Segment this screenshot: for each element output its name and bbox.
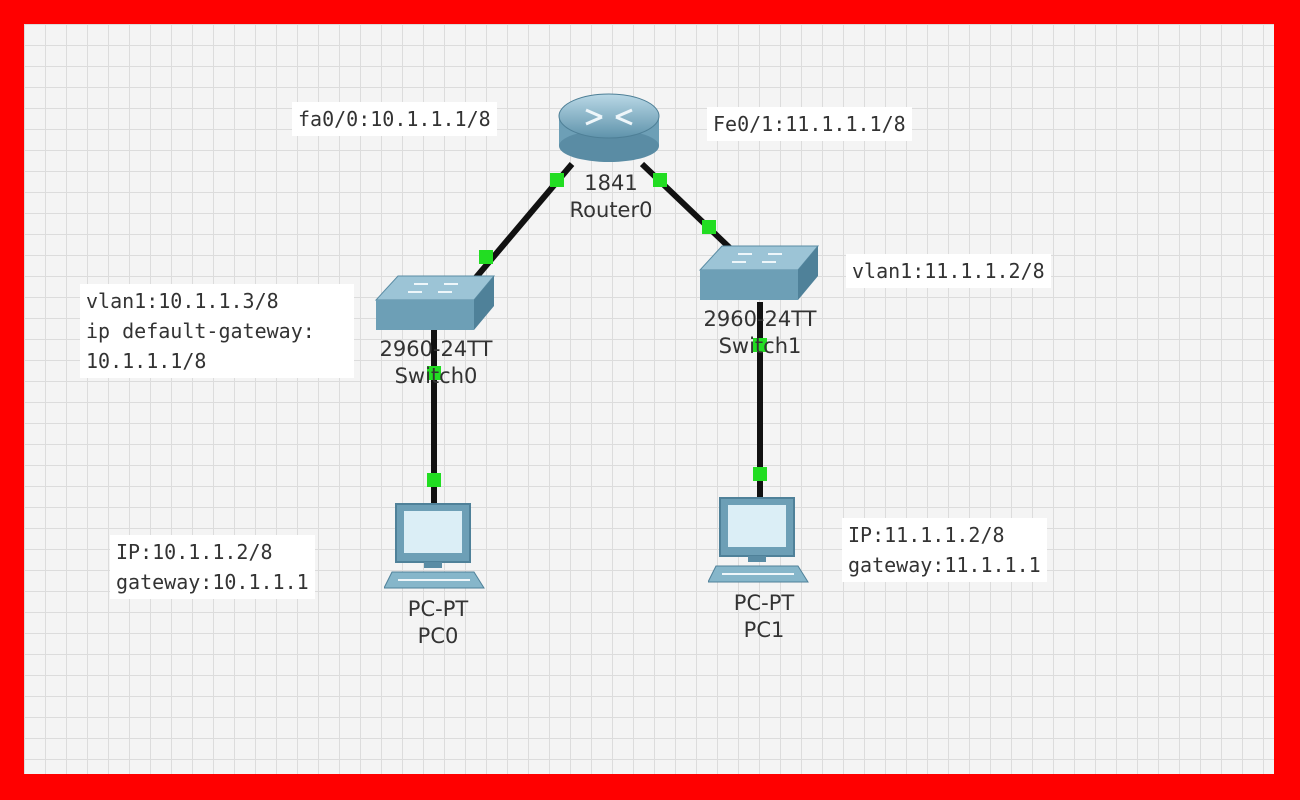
switch1-name: Switch1 (718, 334, 802, 358)
links-layer (427, 161, 767, 504)
pc0-name: PC0 (417, 624, 459, 648)
switch0-config-note: vlan1:10.1.1.3/8 ip default-gateway: 10.… (80, 284, 354, 378)
router-model: 1841 (584, 171, 638, 195)
port-status-switch0-downlink (427, 366, 441, 380)
pc0-model: PC-PT (407, 597, 469, 621)
switch1-config-note: vlan1:11.1.1.2/8 (846, 254, 1051, 288)
switch1-label: 2960-24TT Switch1 (703, 306, 816, 360)
switch1-model: 2960-24TT (703, 307, 817, 331)
port-status-router-fa0-0 (550, 173, 564, 187)
port-status-switch1-uplink (702, 220, 716, 234)
pc1-label: PC-PT PC1 (734, 590, 794, 644)
port-status-switch0-uplink (479, 250, 493, 264)
router-label: 1841 Router0 (570, 170, 653, 224)
router-name: Router0 (569, 198, 653, 222)
switch0-label: 2960-24TT Switch0 (379, 336, 492, 390)
pc1-config-note: IP:11.1.1.2/8 gateway:11.1.1.1 (842, 518, 1047, 582)
pc0-config-note: IP:10.1.1.2/8 gateway:10.1.1.1 (110, 535, 315, 599)
port-status-pc0 (427, 473, 441, 487)
router-interface-left-note: fa0/0:10.1.1.1/8 (292, 102, 497, 136)
switch0-model: 2960-24TT (379, 337, 493, 361)
switch0-name: Switch0 (394, 364, 478, 388)
router-interface-right-note: Fe0/1:11.1.1.1/8 (707, 107, 912, 141)
port-status-router-fe0-1 (653, 173, 667, 187)
switch1-icon[interactable] (698, 244, 820, 304)
pc1-model: PC-PT (733, 591, 795, 615)
pc0-label: PC-PT PC0 (408, 596, 468, 650)
switch0-icon[interactable] (374, 274, 496, 334)
pc0-icon[interactable] (384, 500, 490, 594)
router-icon[interactable] (556, 90, 662, 164)
pc1-name: PC1 (743, 618, 785, 642)
pc1-icon[interactable] (708, 494, 814, 588)
topology-canvas: fa0/0:10.1.1.1/8 Fe0/1:11.1.1.1/8 1841 R… (24, 24, 1274, 774)
port-status-pc1 (753, 467, 767, 481)
port-status-switch1-downlink (753, 338, 767, 352)
